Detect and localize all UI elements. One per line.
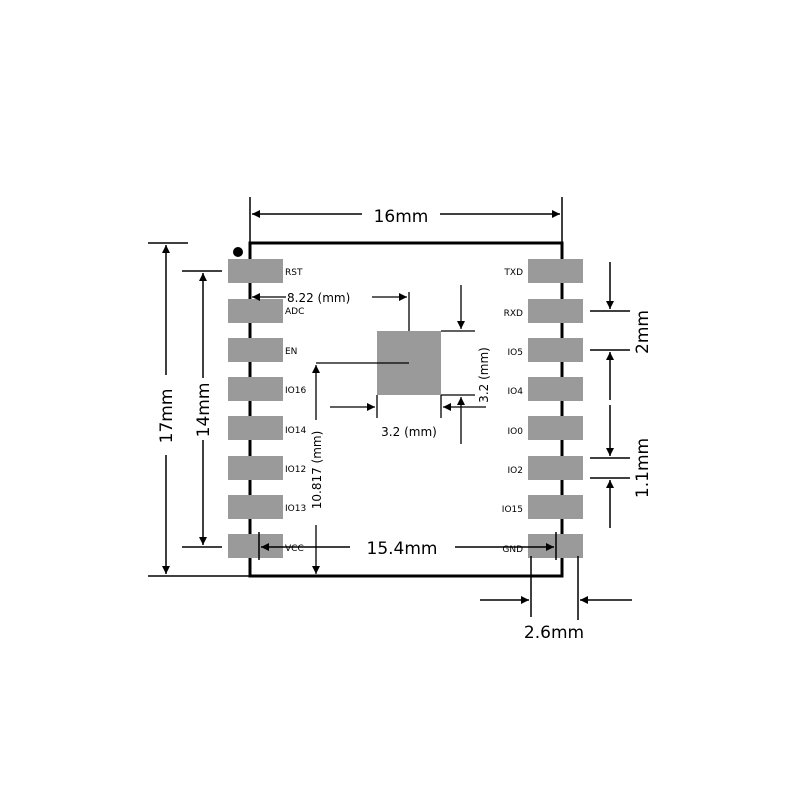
pad-left — [228, 377, 283, 401]
pad-left — [228, 534, 283, 558]
pin1-marker-dot — [233, 247, 243, 257]
dim-height-total — [148, 242, 250, 577]
dim-pad-offset-label: 2.6mm — [524, 623, 584, 643]
dim-height-pins — [182, 270, 222, 548]
dim-center-pad-y-label: 10.817 (mm) — [310, 431, 324, 510]
dim-pad-width — [590, 405, 630, 528]
pad-left — [228, 338, 283, 362]
dim-height-total-label: 17mm — [157, 389, 177, 444]
right-pin-labels: TXD RXD IO5 IO4 IO0 IO2 IO15 GND — [502, 268, 523, 555]
pin-label-left: RST — [285, 268, 303, 278]
pad-left — [228, 416, 283, 440]
left-pin-labels: RST ADC EN IO16 IO14 IO12 IO13 VCC — [285, 268, 306, 554]
pin-label-right: IO4 — [508, 387, 524, 397]
pin-label-right: IO5 — [508, 348, 523, 358]
pin-label-right: TXD — [503, 268, 523, 278]
pad-right — [528, 299, 583, 323]
pin-label-left: IO12 — [285, 465, 306, 475]
dim-center-pad-w-label: 3.2 (mm) — [381, 425, 437, 439]
dim-pad-width-label: 1.1mm — [633, 438, 653, 498]
dim-pin-span — [258, 532, 557, 560]
pad-right — [528, 456, 583, 480]
pad-right — [528, 377, 583, 401]
dim-center-pad-h-label: 3.2 (mm) — [477, 347, 491, 403]
pin-label-left: IO16 — [285, 386, 306, 396]
pin-label-right: GND — [502, 545, 523, 555]
pin-label-right: RXD — [504, 309, 523, 319]
pin-pads — [228, 259, 583, 558]
dim-pin-span-label: 15.4mm — [367, 539, 438, 559]
pad-left — [228, 259, 283, 283]
dim-width-label: 16mm — [374, 207, 429, 227]
dim-pitch-label: 2mm — [633, 310, 653, 354]
pad-left — [228, 495, 283, 519]
dim-height-pins-label: 14mm — [194, 383, 214, 438]
dim-center-pad-x-label: 8.22 (mm) — [287, 291, 350, 305]
pad-left — [228, 456, 283, 480]
pad-right — [528, 338, 583, 362]
pin-label-left: ADC — [285, 307, 304, 317]
dim-width — [249, 197, 563, 243]
pad-right — [528, 259, 583, 283]
dim-pitch — [590, 262, 630, 400]
pin-label-left: IO14 — [285, 426, 306, 436]
pin-label-right: IO0 — [508, 427, 524, 437]
dim-center-pad-w — [330, 395, 486, 418]
dim-pad-offset — [480, 556, 632, 620]
pad-left — [228, 299, 283, 323]
dim-center-pad-y — [312, 362, 409, 574]
pad-right — [528, 416, 583, 440]
dim-center-pad-h — [441, 285, 475, 444]
dim-center-pad-x — [252, 292, 410, 331]
module-outline — [248, 241, 564, 578]
pad-right — [528, 495, 583, 519]
pin-label-right: IO2 — [508, 466, 523, 476]
pin-label-left: EN — [285, 347, 297, 357]
pin-label-left: VCC — [285, 544, 304, 554]
pin-label-left: IO13 — [285, 504, 306, 514]
pin-label-right: IO15 — [502, 505, 523, 515]
